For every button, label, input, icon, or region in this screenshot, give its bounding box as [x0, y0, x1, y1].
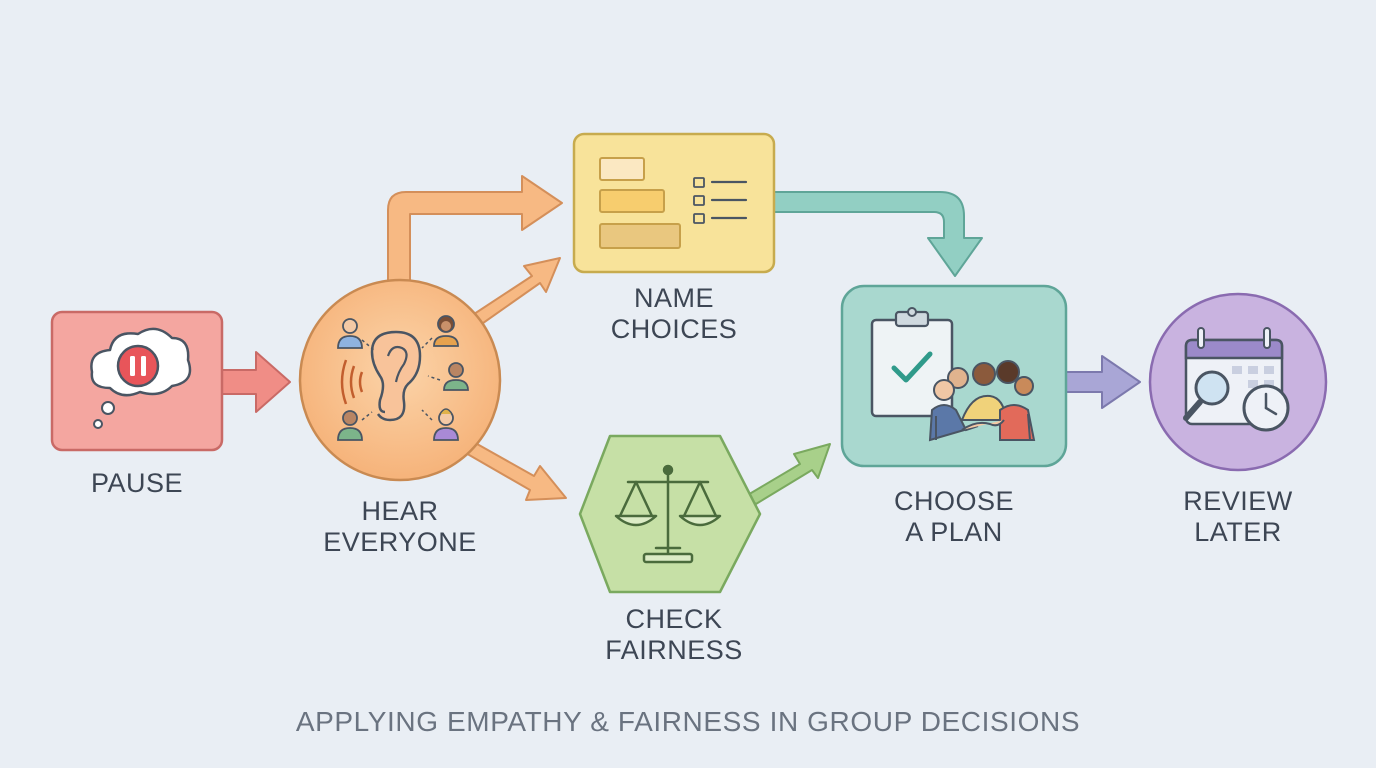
- balance-scale-icon: [614, 464, 722, 564]
- name-choices-node: [572, 132, 776, 274]
- clipboard-check-icon: [870, 307, 954, 418]
- review-later-label: REVIEW LATER: [1183, 486, 1293, 547]
- options-list-icon: [599, 157, 748, 249]
- clock-icon: [1242, 384, 1290, 432]
- ear-icon: [370, 330, 422, 422]
- sound-waves-icon: [340, 359, 364, 405]
- check-fairness-node: [578, 434, 762, 594]
- arrow-hear-to-name-diagonal: [467, 257, 561, 329]
- choose-plan-node: [840, 284, 1068, 468]
- person-icon-top-right: [433, 315, 459, 347]
- person-icon-right: [443, 362, 469, 391]
- group-handshake-icon: [928, 360, 1036, 442]
- choose-plan-label: CHOOSE A PLAN: [893, 486, 1015, 547]
- person-icon-bottom-right: [433, 408, 459, 441]
- arrow-name-to-choose: [773, 191, 983, 277]
- arrow-pause-to-hear: [221, 351, 291, 413]
- person-icon-top-left: [337, 318, 363, 349]
- magnifier-icon: [1183, 370, 1230, 421]
- pause-node: [50, 310, 224, 452]
- arrow-hear-to-name-elbow: [387, 175, 563, 283]
- hear-node: [298, 278, 502, 482]
- pause-icon: [116, 344, 160, 388]
- name-choices-label: NAME CHOICES: [610, 283, 738, 344]
- arrow-hear-to-check: [463, 439, 567, 501]
- check-fairness-label: CHECK FAIRNESS: [605, 604, 743, 665]
- connector-lines: [361, 337, 441, 421]
- person-icon-bottom-left: [337, 410, 363, 441]
- arrow-check-to-choose: [745, 443, 831, 505]
- review-later-node: [1148, 292, 1328, 472]
- diagram-caption: APPLYING EMPATHY & FAIRNESS IN GROUP DEC…: [295, 706, 1081, 737]
- pause-label: PAUSE: [90, 468, 184, 498]
- arrow-choose-to-review: [1065, 355, 1141, 409]
- hear-everyone-label: HEAR EVERYONE: [323, 496, 477, 557]
